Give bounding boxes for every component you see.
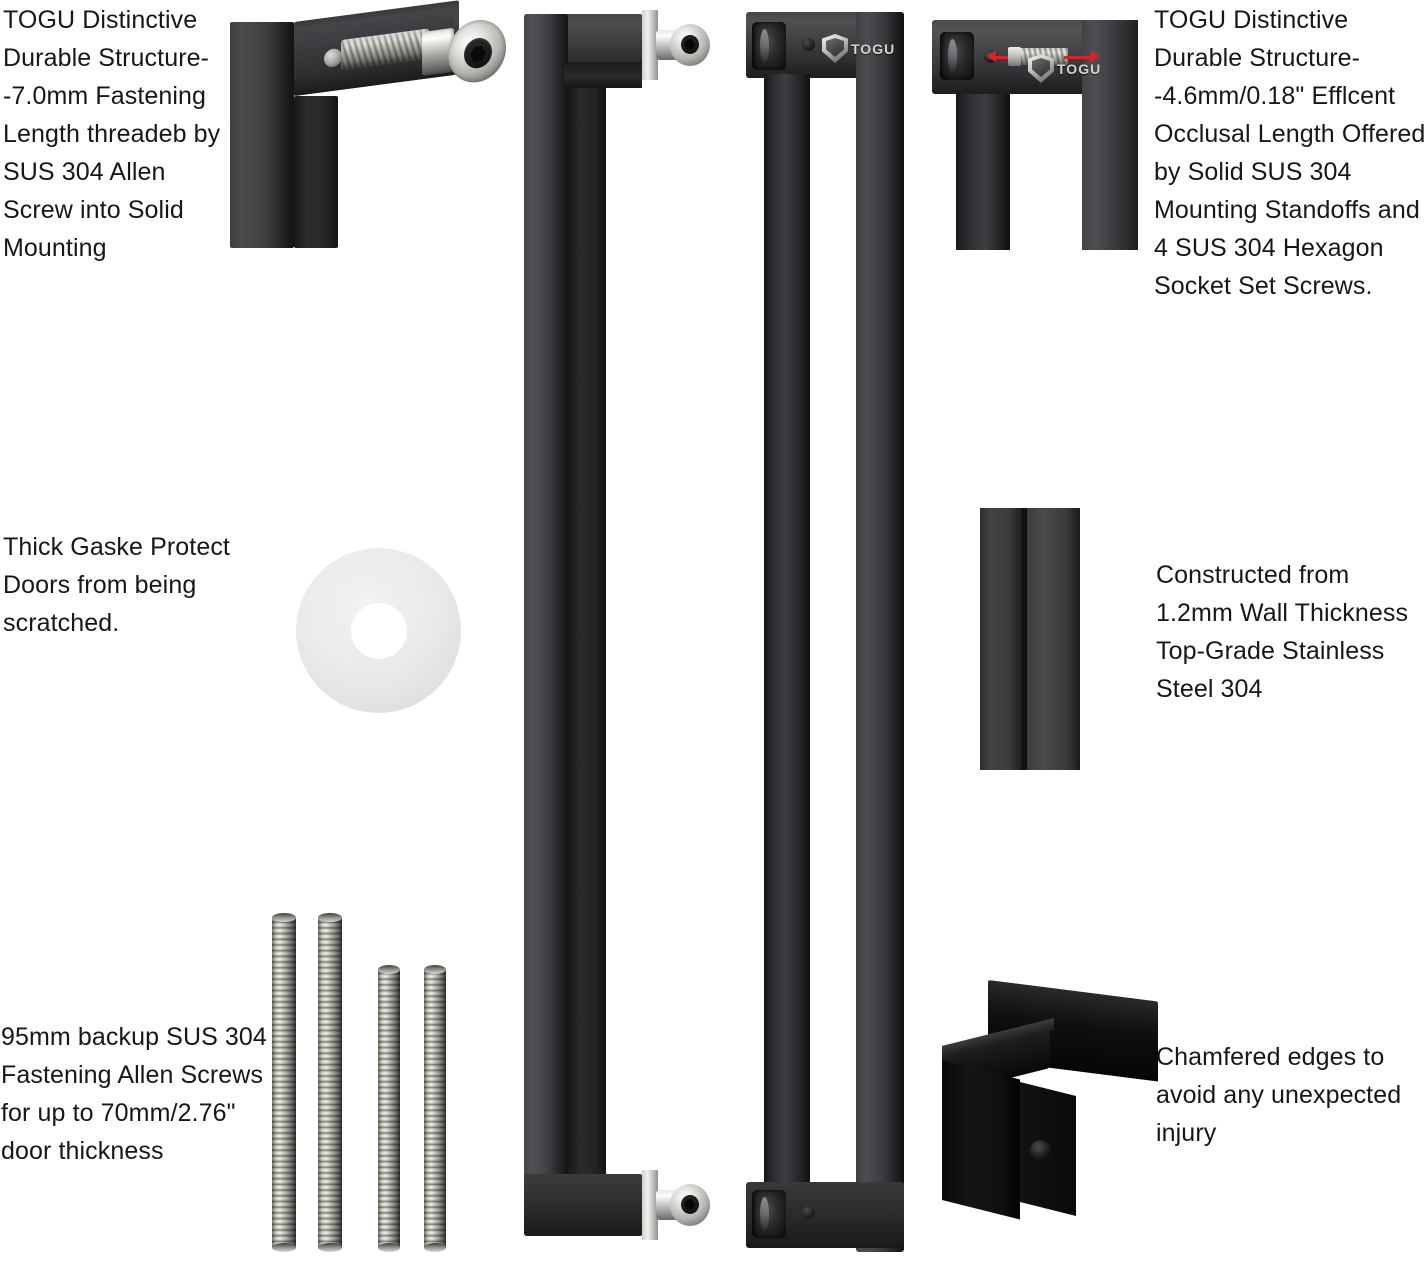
chamfered-corner-photo: [936, 978, 1158, 1220]
tube-left-face: [980, 508, 1022, 770]
set-screw-head-graphic: [1008, 47, 1021, 66]
handle-main-post: [524, 14, 568, 1236]
occlusal-length-callout: TOGU Distinctive Durable Structure--4.6m…: [1154, 6, 1426, 300]
set-screw-hole-bottom: [802, 1206, 815, 1219]
handle-front-view-chrome-standoff: [524, 4, 714, 1262]
screw-end-cap: [424, 1243, 446, 1252]
corner-with-threaded-screw-photo: [224, 0, 520, 248]
screw-end-cap: [378, 965, 400, 974]
togu-wordmark: TOGU: [851, 40, 896, 57]
gasket-center-hole: [351, 603, 407, 659]
handle-bottom-arm: [524, 1174, 642, 1236]
bore-highlight: [948, 39, 957, 73]
pointer-arrow-left-icon: [986, 50, 996, 62]
mounting-bore: [940, 32, 974, 80]
pointer-line-right: [1064, 56, 1094, 59]
allen-screw-long-1: [272, 916, 296, 1250]
togu-logo-top: TOGU: [822, 34, 895, 63]
set-screw-hole-top: [802, 38, 815, 51]
corner-with-logo-and-pointer-photo: TOGU: [932, 8, 1154, 250]
handle-top-arm-underside: [564, 62, 642, 88]
handle-inner-face: [294, 96, 338, 248]
crown-icon: [1031, 54, 1051, 56]
hexagon-socket-icon-top: [684, 39, 695, 50]
square-tube-wall-photo: [980, 508, 1080, 770]
backup-screws-callout: 95mm backup SUS 304 Fastening Allen Scre…: [1, 1023, 267, 1165]
togu-logo: TOGU: [1028, 54, 1101, 83]
pointer-line-left: [990, 56, 1024, 59]
crown-icon: [825, 34, 845, 36]
screw-end-cap: [318, 913, 342, 922]
handle-side-view-togu-logo: TOGU: [746, 4, 926, 1262]
tube-right-face: [1027, 508, 1080, 770]
allen-screw-long-2: [318, 916, 342, 1250]
bore-highlight: [760, 1197, 769, 1231]
screw-end-cap: [424, 965, 446, 974]
shield-crown-icon: [1028, 54, 1054, 83]
pointer-arrow-right-icon: [1090, 50, 1100, 62]
set-screw-hole: [1030, 1140, 1051, 1161]
handle-post-segment: [230, 22, 294, 248]
screw-end-cap: [378, 1243, 400, 1252]
mounting-bore-top: [752, 22, 786, 70]
bore-highlight: [760, 29, 769, 63]
handle-post-inner-face: [568, 70, 606, 1182]
togu-wordmark: TOGU: [1057, 60, 1102, 77]
wall-thickness-callout: Constructed from 1.2mm Wall Thickness To…: [1156, 561, 1409, 703]
allen-screw-short-1: [378, 968, 400, 1250]
allen-screw-short-2: [424, 968, 446, 1250]
handle-main-post: [856, 12, 904, 1252]
standoff-mount-plate-bottom: [642, 1170, 658, 1240]
screw-end-cap: [272, 913, 296, 922]
mounting-bore-bottom: [752, 1190, 786, 1238]
chamfer-leg-front-face: [942, 1060, 1020, 1220]
standoff-mount-plate-top: [642, 10, 658, 80]
fastening-length-callout: TOGU Distinctive Durable Structure--7.0m…: [3, 6, 221, 262]
gasket-callout: Thick Gaske Protect Doors from being scr…: [3, 533, 230, 637]
handle-inner-post: [764, 74, 810, 1182]
tube-corner-seam: [1022, 508, 1027, 770]
handle-inner-post: [956, 94, 1010, 250]
chamfered-edges-callout: Chamfered edges to avoid any unexpected …: [1156, 1043, 1402, 1147]
screw-end-cap: [318, 1243, 342, 1252]
hexagon-socket-icon-bottom: [684, 1199, 695, 1210]
screw-end-cap: [272, 1243, 296, 1252]
shield-crown-icon: [822, 34, 848, 63]
